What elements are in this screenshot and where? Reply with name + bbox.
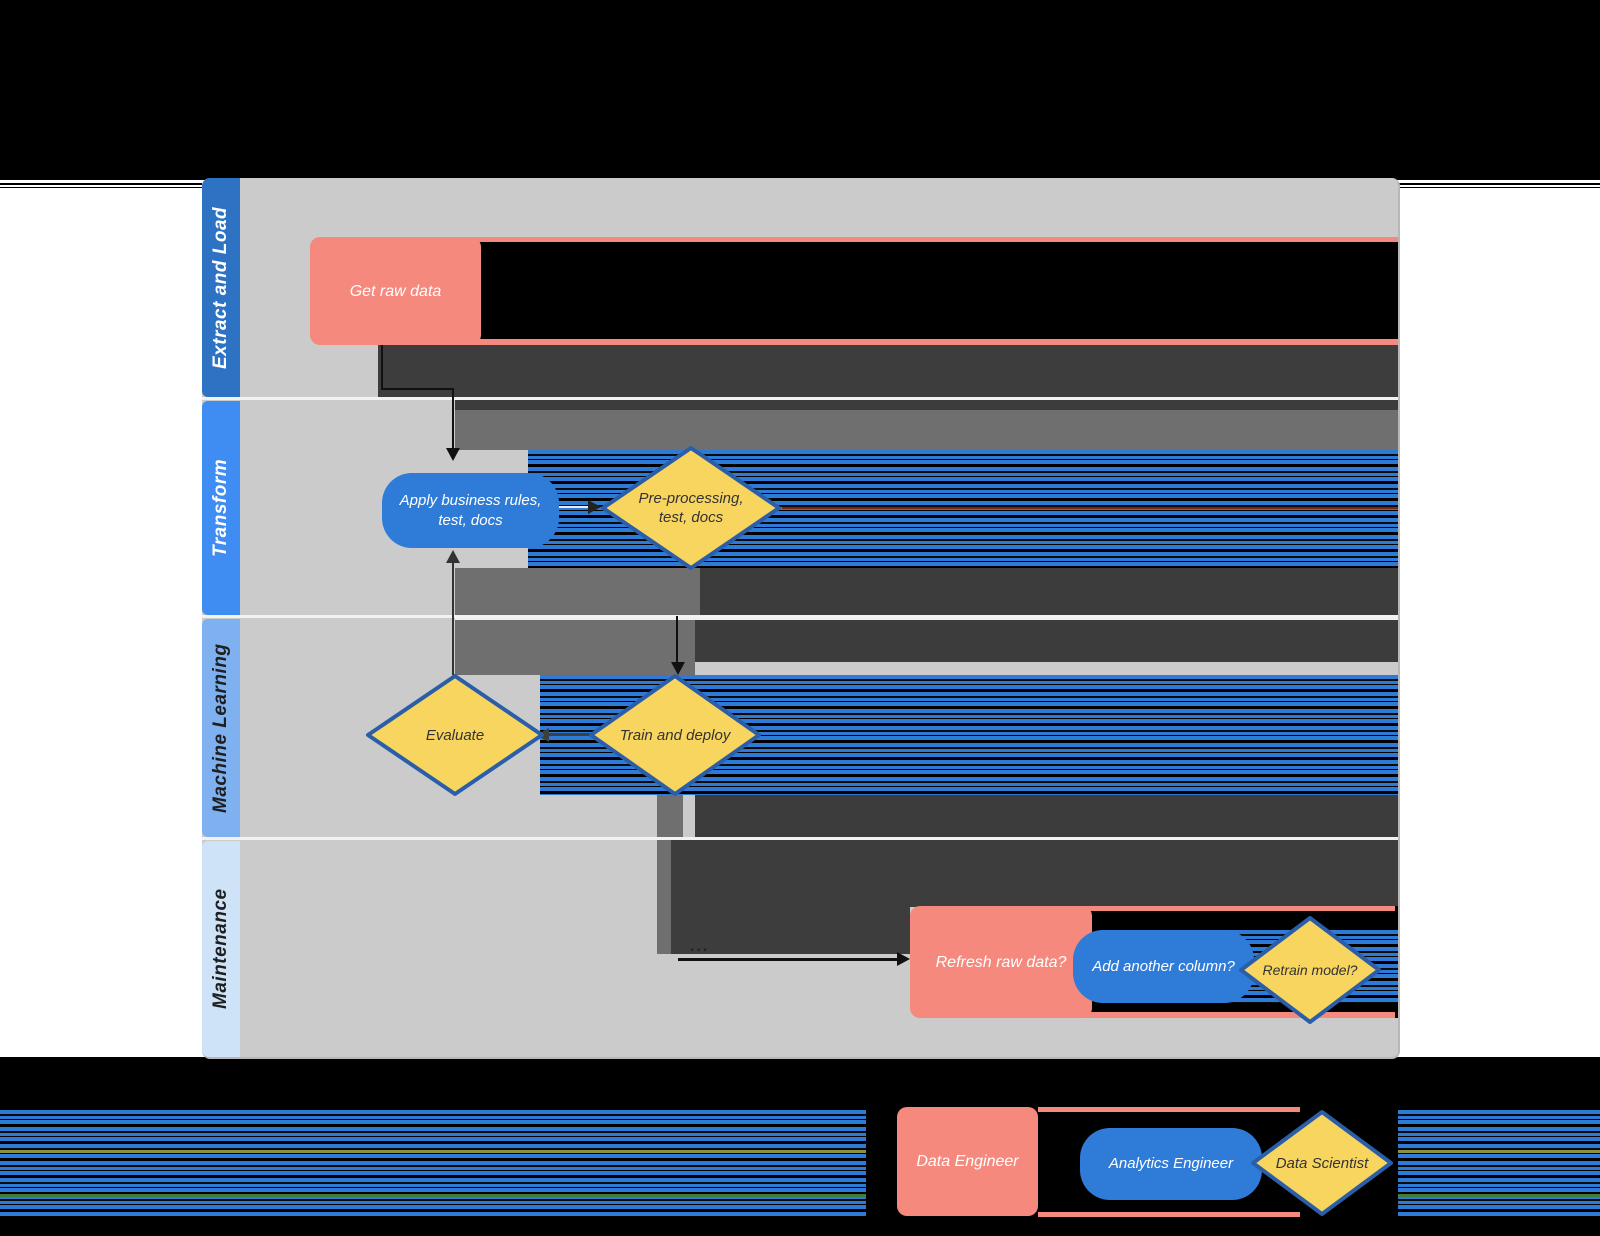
- lane-title: Extract and Load: [210, 206, 231, 369]
- swimlane-diagram: Extract and Load Transform Machine Learn…: [202, 178, 1400, 1059]
- connector-get-raw-to-apply[interactable]: [381, 345, 383, 390]
- node-add-another-column[interactable]: Add another column?: [1073, 930, 1254, 1003]
- connector-train-to-refresh[interactable]: [678, 958, 898, 961]
- glitch-red-line: [782, 507, 1398, 509]
- node-label: Retrain model?: [1262, 961, 1358, 978]
- glitch-pink-smear: [453, 339, 1398, 345]
- decision-diamond-evaluate[interactable]: [363, 671, 547, 799]
- scanline: [0, 183, 202, 185]
- connector-apply-to-preprocessing[interactable]: [530, 506, 588, 508]
- node-label: Pre-processing, test, docs: [638, 490, 744, 526]
- lane-divider: [202, 397, 1398, 400]
- glitch-dark-band: [671, 838, 1398, 907]
- glitch-pink-smear: [1038, 1107, 1300, 1112]
- node-refresh-raw-data[interactable]: Refresh raw data?: [910, 906, 1092, 1018]
- scanline: [1398, 187, 1600, 188]
- node-label: Train and deploy: [619, 726, 731, 744]
- top-black-band: [0, 0, 1600, 180]
- lane-header-maintenance[interactable]: Maintenance: [202, 841, 240, 1057]
- arrowhead-right-icon: [588, 500, 601, 514]
- scanline: [1398, 183, 1600, 185]
- glitch-gray-band: [455, 410, 1398, 450]
- legend-diamond-data-scientist[interactable]: [1248, 1107, 1396, 1219]
- lane-title: Maintenance: [210, 888, 231, 1010]
- connector-evaluate-to-apply[interactable]: [452, 563, 454, 675]
- decision-diamond-train-and-deploy[interactable]: [586, 671, 764, 799]
- glitch-pink-smear: [1052, 906, 1395, 911]
- glitch-white-smear: [455, 618, 1398, 620]
- arrowhead-down-icon: [671, 662, 685, 675]
- arrowhead-down-icon: [446, 448, 460, 461]
- glitch-pink-smear: [1038, 1212, 1300, 1217]
- glitch-dark-band: [378, 345, 1398, 399]
- arrowhead-up-icon: [446, 550, 460, 563]
- glitch-dark-band: [695, 616, 1398, 662]
- glitch-pink-smear: [453, 237, 1398, 242]
- legend-item-analytics-engineer[interactable]: Analytics Engineer: [1080, 1128, 1262, 1200]
- glitch-dark-band: [671, 907, 910, 954]
- glitch-gray-band: [455, 616, 695, 675]
- lane-divider: [202, 615, 1398, 618]
- glitch-pink-smear: [1052, 1012, 1395, 1018]
- node-get-raw-data[interactable]: Get raw data: [310, 237, 481, 345]
- legend-label: Analytics Engineer: [1108, 1155, 1234, 1172]
- node-label: Get raw data: [349, 282, 442, 300]
- glitch-dark-band: [700, 568, 1398, 616]
- lane-title: Transform: [210, 458, 231, 558]
- node-label: Add another column?: [1092, 957, 1235, 975]
- node-label: Evaluate: [425, 726, 485, 744]
- lane-divider: [202, 837, 1398, 840]
- glitch-green-line: [0, 1194, 1600, 1197]
- connector-train-to-evaluate[interactable]: [549, 733, 590, 736]
- lane-title: Machine Learning: [210, 643, 231, 813]
- connector-get-raw-to-apply[interactable]: [452, 388, 454, 448]
- legend-label: Data Engineer: [916, 1153, 1019, 1170]
- node-label: Apply business rules, test, docs: [399, 491, 542, 529]
- lane-header-machine-learning[interactable]: Machine Learning: [202, 619, 240, 837]
- legend-label: Data Scientist: [1275, 1154, 1369, 1172]
- glitch-black-band: [453, 237, 1398, 345]
- node-apply-business-rules[interactable]: Apply business rules, test, docs: [382, 473, 559, 548]
- decision-diamond-pre-processing[interactable]: [598, 443, 784, 573]
- lane-header-extract-and-load[interactable]: Extract and Load: [202, 178, 240, 397]
- scanline: [0, 187, 202, 188]
- glitch-dark-band: [695, 795, 1398, 838]
- connector-get-raw-to-apply[interactable]: [381, 388, 454, 390]
- glitch-dark-band: [455, 399, 1398, 410]
- connector-preprocessing-to-train[interactable]: [676, 616, 678, 662]
- glitch-gray-band: [455, 568, 700, 616]
- legend-item-data-engineer[interactable]: Data Engineer: [897, 1107, 1038, 1216]
- node-label: Refresh raw data?: [935, 953, 1067, 971]
- connector-ellipsis-label: ...: [690, 938, 710, 955]
- lane-header-transform[interactable]: Transform: [202, 401, 240, 615]
- decision-diamond-retrain-model[interactable]: [1236, 913, 1384, 1027]
- arrowhead-right-icon: [897, 952, 910, 966]
- glitch-olive-line: [0, 1150, 1600, 1153]
